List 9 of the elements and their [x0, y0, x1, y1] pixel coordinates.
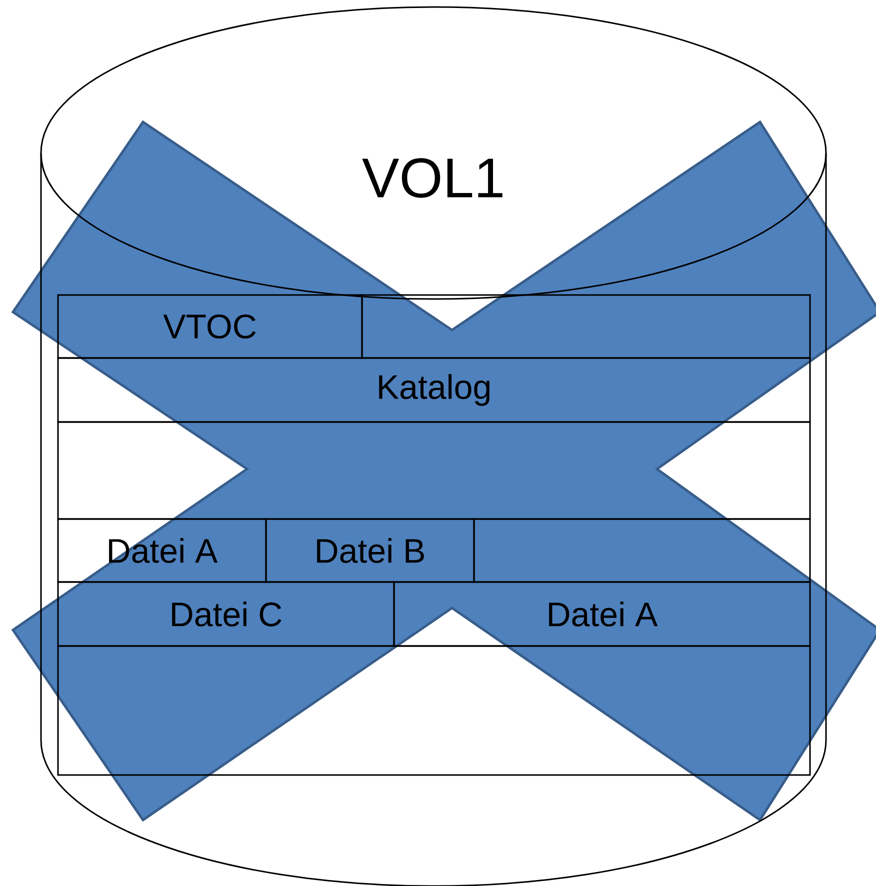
table-cell: Datei B: [265, 518, 475, 583]
empty-cell: [57, 645, 811, 776]
table-cell: Datei C: [57, 581, 395, 647]
table-cell: Katalog: [57, 357, 811, 423]
empty-cell: [473, 518, 811, 583]
empty-cell: [57, 421, 811, 520]
empty-cell: [361, 294, 811, 359]
table-cell: VTOC: [57, 294, 363, 359]
table-cell: Datei A: [393, 581, 811, 647]
